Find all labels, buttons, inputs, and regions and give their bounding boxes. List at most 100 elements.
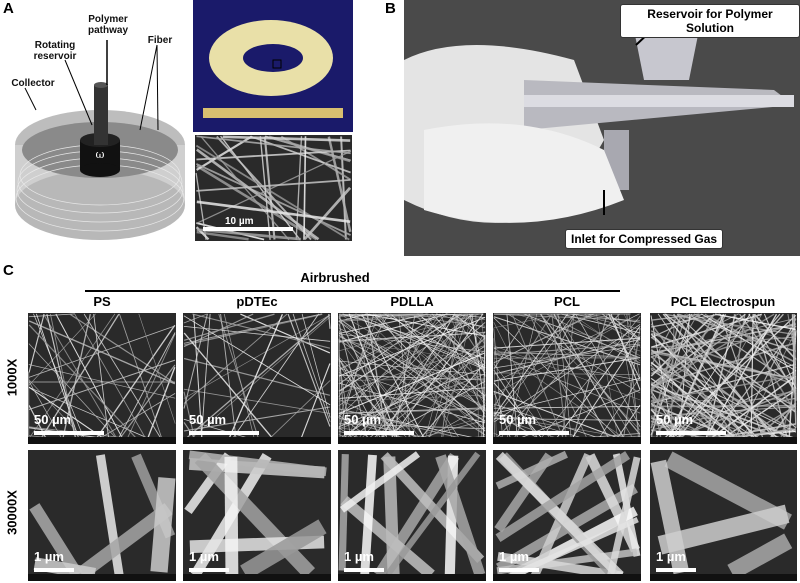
fiber-line [493, 313, 640, 396]
fiber-line [83, 313, 165, 444]
fiber-line [651, 383, 796, 440]
fiber-line [338, 356, 423, 444]
fiber-line [392, 313, 416, 444]
fiber-line [414, 313, 486, 386]
fiber-line [727, 533, 793, 580]
row-label-30000x: 30000X [4, 490, 20, 535]
fiber-line [650, 313, 775, 390]
fiber-line [514, 313, 641, 352]
fiber-line [91, 393, 176, 444]
fiber-line [183, 332, 277, 444]
fiber-line [665, 313, 758, 444]
fiber-line [366, 313, 388, 444]
fiber-line [116, 364, 176, 444]
fiber-line [495, 451, 624, 580]
fiber-line [493, 337, 641, 349]
fiber-line [338, 313, 390, 398]
column-header: PS [93, 294, 111, 309]
fiber-line [575, 313, 641, 427]
fiber-line [49, 313, 78, 444]
fiber-line [493, 322, 555, 444]
column-header: pDTEc [236, 294, 278, 309]
sem-image: 50 µm [183, 313, 331, 444]
fiber-line [384, 313, 486, 369]
fiber-line [338, 366, 486, 428]
scale-label: 50 µm [344, 412, 382, 427]
fiber-line [425, 331, 486, 444]
fiber-line [37, 313, 120, 444]
fiber-line [196, 222, 265, 241]
fiber-line [224, 456, 239, 575]
fiber-line [650, 348, 754, 444]
fiber-line [493, 363, 554, 444]
fiber-line [425, 313, 486, 406]
fiber-line [196, 179, 351, 192]
fiber-line [387, 313, 484, 444]
fiber-line [360, 313, 486, 436]
fiber-line [327, 136, 352, 233]
sem-image: 50 µm [650, 313, 797, 444]
fiber-line [497, 552, 624, 581]
fiber-line [28, 386, 160, 444]
fiber-line [650, 381, 753, 444]
scale-label: 1 µm [189, 549, 219, 564]
fiber-line [150, 477, 176, 573]
label-fiber: Fiber [147, 35, 173, 46]
fiber-line [183, 314, 331, 441]
fiber-line [338, 338, 341, 444]
fiber-line [338, 358, 352, 444]
fiber-line [184, 452, 233, 515]
scale-label: 1 µm [656, 549, 686, 564]
fiber-line [506, 313, 519, 444]
fiber-line [372, 313, 486, 432]
fiber-line [495, 451, 631, 543]
fiber-line [115, 332, 176, 444]
fiber-line [493, 324, 641, 423]
fiber-line [183, 313, 275, 341]
fiber-line [650, 355, 727, 444]
fiber-line [672, 313, 779, 444]
scale-bar [34, 568, 74, 572]
fiber-line [401, 313, 455, 444]
fiber-line [338, 323, 370, 444]
fiber-line [435, 454, 486, 577]
fiber-line [183, 325, 331, 342]
label-polymer-pathway: Polymer pathway [88, 14, 129, 36]
fiber-line [607, 313, 641, 340]
fiber-line [196, 228, 301, 241]
fiber-line [338, 352, 486, 414]
scale-bar [203, 227, 293, 231]
fiber-line [556, 313, 637, 444]
row-label-1000x: 1000X [4, 358, 20, 397]
fiber-line [196, 135, 351, 155]
sem-image: 1 µm [650, 450, 797, 581]
callout-inlet: Inlet for Compressed Gas [565, 229, 724, 249]
sem-info-bar [493, 437, 641, 444]
fiber-line [493, 405, 641, 409]
column-header: PCL [554, 294, 580, 309]
sem-info-bar [28, 437, 176, 444]
fiber-line [572, 313, 641, 330]
scale-bar [189, 568, 229, 572]
fiber-line [714, 313, 796, 331]
fiber-line [493, 414, 641, 441]
fiber-line [650, 313, 760, 389]
fiber-line [183, 388, 331, 414]
fiber-line [493, 347, 632, 444]
fiber-line [240, 313, 331, 354]
fiber-line [493, 352, 641, 414]
fiber-line [792, 313, 797, 428]
fiber-line [372, 313, 432, 444]
fiber-line [183, 313, 323, 344]
fiber-line [220, 313, 238, 444]
fiber-line [493, 313, 595, 364]
sem-image: 1 µm [28, 450, 176, 581]
fiber-line [650, 397, 797, 431]
panel-b-label: B [385, 0, 396, 17]
fiber-line [733, 313, 797, 413]
fiber-line [595, 376, 641, 444]
fiber-line [416, 362, 486, 444]
fiber-line [298, 363, 331, 444]
fiber-line [193, 313, 203, 444]
fiber-line [338, 394, 486, 402]
